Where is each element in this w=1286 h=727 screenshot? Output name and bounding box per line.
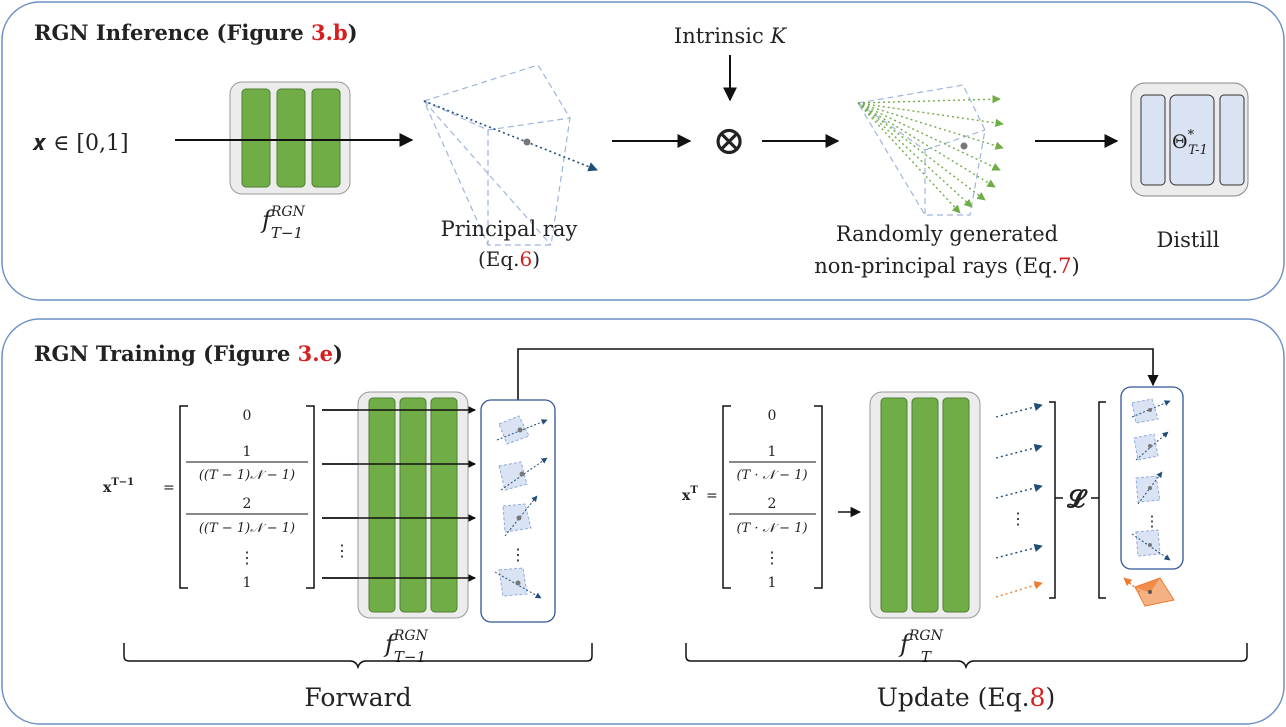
random-label-1: Randomly generated <box>836 222 1058 246</box>
principal-ray <box>423 100 598 172</box>
svg-text:1: 1 <box>768 444 777 460</box>
training-title: RGN Training (Figure 3.e) <box>34 341 343 366</box>
svg-text:xT−1: xT−1 <box>103 477 134 496</box>
inference-panel <box>1 1 1285 301</box>
svg-text:1: 1 <box>243 575 252 591</box>
input-label: 𝒙 ∈ [0,1] <box>32 131 129 156</box>
svg-text:((T − 1)𝒩 − 1): ((T − 1)𝒩 − 1) <box>199 521 295 536</box>
svg-text:⋮: ⋮ <box>510 545 526 564</box>
random-rays-frustum <box>857 84 986 216</box>
principal-eq: (Eq.6) <box>478 247 540 271</box>
model-block-left <box>357 391 469 619</box>
list-vdots: ⋮ <box>1145 512 1160 530</box>
svg-text:1: 1 <box>243 444 252 460</box>
svg-text:((T − 1)𝒩 − 1): ((T − 1)𝒩 − 1) <box>199 468 295 483</box>
distill-block <box>1130 82 1249 197</box>
random-rays-point <box>960 142 968 150</box>
loss-label: 𝓛 <box>1066 484 1088 513</box>
svg-text:(T · 𝒩 − 1): (T · 𝒩 − 1) <box>736 521 807 536</box>
svg-text:1: 1 <box>768 575 777 591</box>
right-matrix: xT = 0 1 (T · 𝒩 − 1) 2 (T · 𝒩 − 1) ⋮ 1 <box>682 405 823 591</box>
svg-text:0: 0 <box>243 408 252 424</box>
svg-text:=: = <box>163 480 175 496</box>
svg-text:(T · 𝒩 − 1): (T · 𝒩 − 1) <box>736 468 807 483</box>
feedback-arrow <box>517 348 1159 400</box>
forward-brace <box>123 643 593 670</box>
random-label-2: non-principal rays (Eq.7) <box>814 254 1079 278</box>
svg-text:xT: xT <box>682 485 698 504</box>
predicted-rays <box>995 402 1043 559</box>
update-label: Update (Eq.8) <box>877 683 1055 712</box>
training-panel <box>1 318 1285 725</box>
loss-bracket-right <box>1098 401 1106 599</box>
left-vdots: ⋮ <box>334 541 350 560</box>
random-rays <box>857 95 1004 214</box>
svg-text:=: = <box>706 488 718 504</box>
loss-bracket-left <box>1049 401 1056 599</box>
left-cell-icons: ⋮ <box>494 415 548 599</box>
predicted-ray-orange <box>995 581 1043 598</box>
svg-text:⋮: ⋮ <box>239 548 255 567</box>
svg-text:2: 2 <box>768 496 777 512</box>
principal-label: Principal ray <box>441 217 578 241</box>
theta-label: Θ*T-1 <box>1172 128 1208 158</box>
intrinsic-label: Intrinsic K <box>674 24 787 48</box>
svg-text:⋮: ⋮ <box>764 548 780 567</box>
inference-title: RGN Inference (Figure 3.b) <box>34 20 358 45</box>
svg-text:0: 0 <box>768 408 777 424</box>
model-block-top <box>229 81 351 195</box>
principal-point <box>523 138 531 146</box>
otimes-symbol: ⊗ <box>712 118 746 164</box>
left-cells-box <box>480 399 556 623</box>
model-block-right <box>869 391 981 619</box>
forward-label: Forward <box>304 683 411 712</box>
orange-frustum <box>1123 577 1175 607</box>
principal-ray-frustum <box>423 64 571 246</box>
left-matrix: xT−1 = 0 1 ((T − 1)𝒩 − 1) 2 ((T − 1)𝒩 − … <box>103 405 315 591</box>
right-cell-icons: ⋮ <box>1131 398 1171 561</box>
distill-label: Distill <box>1157 228 1220 252</box>
ray-vdots: ⋮ <box>1010 509 1026 528</box>
right-cells-box <box>1120 386 1184 570</box>
svg-text:2: 2 <box>243 496 252 512</box>
update-brace <box>685 643 1248 670</box>
